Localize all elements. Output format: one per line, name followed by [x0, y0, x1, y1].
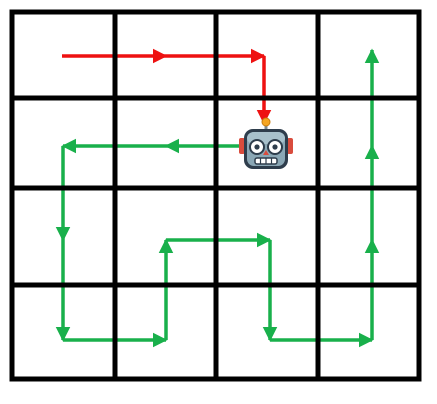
board-cell-r2-c3 [318, 188, 419, 285]
board-cell-r2-c2 [216, 188, 318, 285]
board-cell-r1-c1 [115, 98, 216, 188]
board-cell-r3-c3 [318, 285, 419, 379]
board-cell-r0-c3 [318, 12, 419, 98]
robot-face-icon [239, 117, 293, 169]
robot [239, 117, 293, 169]
board-cell-r1-c3 [318, 98, 419, 188]
grid-lines [9, 9, 422, 382]
board-cell-r3-c2 [216, 285, 318, 379]
